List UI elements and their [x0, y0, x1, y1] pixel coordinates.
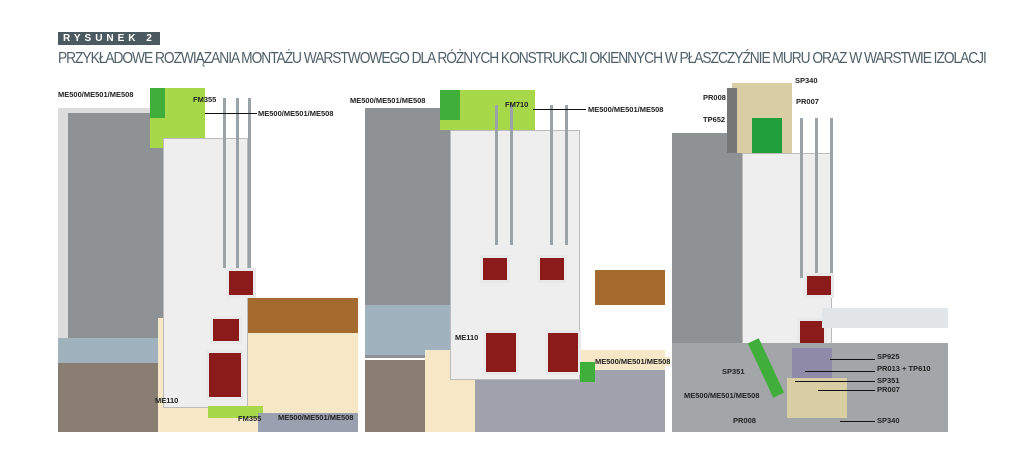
floor-plate: [258, 413, 358, 432]
label: PR013 + TP610: [877, 364, 931, 373]
label: ME500/ME501/ME508: [684, 391, 760, 400]
label: SP351: [722, 367, 745, 376]
stone-base: [58, 358, 158, 432]
label: ME500/ME501/ME508: [258, 109, 334, 118]
bottom-tape: [580, 362, 595, 382]
label: TP652: [703, 115, 726, 124]
label: ME110: [455, 333, 479, 342]
label: FM710: [505, 100, 529, 109]
reinforcement: [480, 255, 510, 283]
reinforcement: [804, 273, 834, 298]
label: ME500/ME501/ME508: [350, 96, 426, 105]
reinforcement: [206, 350, 244, 400]
label: SP340: [795, 76, 818, 85]
pr007-block: [787, 378, 847, 418]
diagram-panel-3: [672, 78, 948, 432]
insulation-dark: [440, 90, 460, 120]
floor-wood: [595, 270, 665, 305]
glass-pane: [510, 105, 513, 245]
label: ME500/ME501/ME508: [58, 90, 134, 99]
label: PR008: [733, 416, 756, 425]
wall-face: [68, 113, 163, 343]
label: ME500/ME501/ME508: [588, 105, 664, 114]
glass-pane: [800, 118, 803, 278]
label: PR007: [796, 97, 819, 106]
label: PR008: [703, 93, 726, 102]
stone-base: [365, 360, 435, 432]
glass-pane: [248, 98, 251, 268]
label: SP925: [877, 352, 900, 361]
diagram-panel-2: [365, 90, 665, 432]
top-board: [727, 88, 737, 153]
tp652-tape: [752, 118, 782, 153]
glass-pane: [223, 98, 226, 268]
figure-title: PRZYKŁADOWE ROZWIĄZANIA MONTAŻU WARSTWOW…: [58, 50, 987, 67]
label: SP351: [877, 376, 900, 385]
glass-pane: [815, 118, 818, 278]
label: PR007: [877, 385, 900, 394]
glass-pane: [236, 98, 239, 268]
wall: [672, 133, 742, 373]
label: ME110: [155, 396, 179, 405]
reinforcement: [537, 255, 567, 283]
sill: [822, 308, 948, 328]
reinforcement: [226, 268, 256, 298]
figure-tag: RYSUNEK 2: [58, 32, 160, 45]
bottom-tape: [208, 406, 263, 418]
reinforcement: [210, 316, 242, 344]
floor-plate: [475, 370, 665, 432]
label: ME500/ME501/ME508: [595, 357, 671, 366]
label: SP340: [877, 416, 900, 425]
glass-pane: [495, 105, 498, 245]
glass-pane: [550, 105, 553, 245]
reinforcement: [483, 330, 519, 375]
glass-pane: [565, 105, 568, 245]
reinforcement: [545, 330, 581, 375]
label: FM355: [238, 414, 262, 423]
label: FM355: [193, 95, 217, 104]
glass-pane: [830, 118, 833, 278]
floor-wood: [248, 298, 358, 333]
diagram-panel-1: [58, 88, 358, 432]
insulation-dark: [150, 88, 165, 118]
pr013-block: [792, 348, 832, 378]
label: ME500/ME501/ME508: [278, 413, 354, 422]
